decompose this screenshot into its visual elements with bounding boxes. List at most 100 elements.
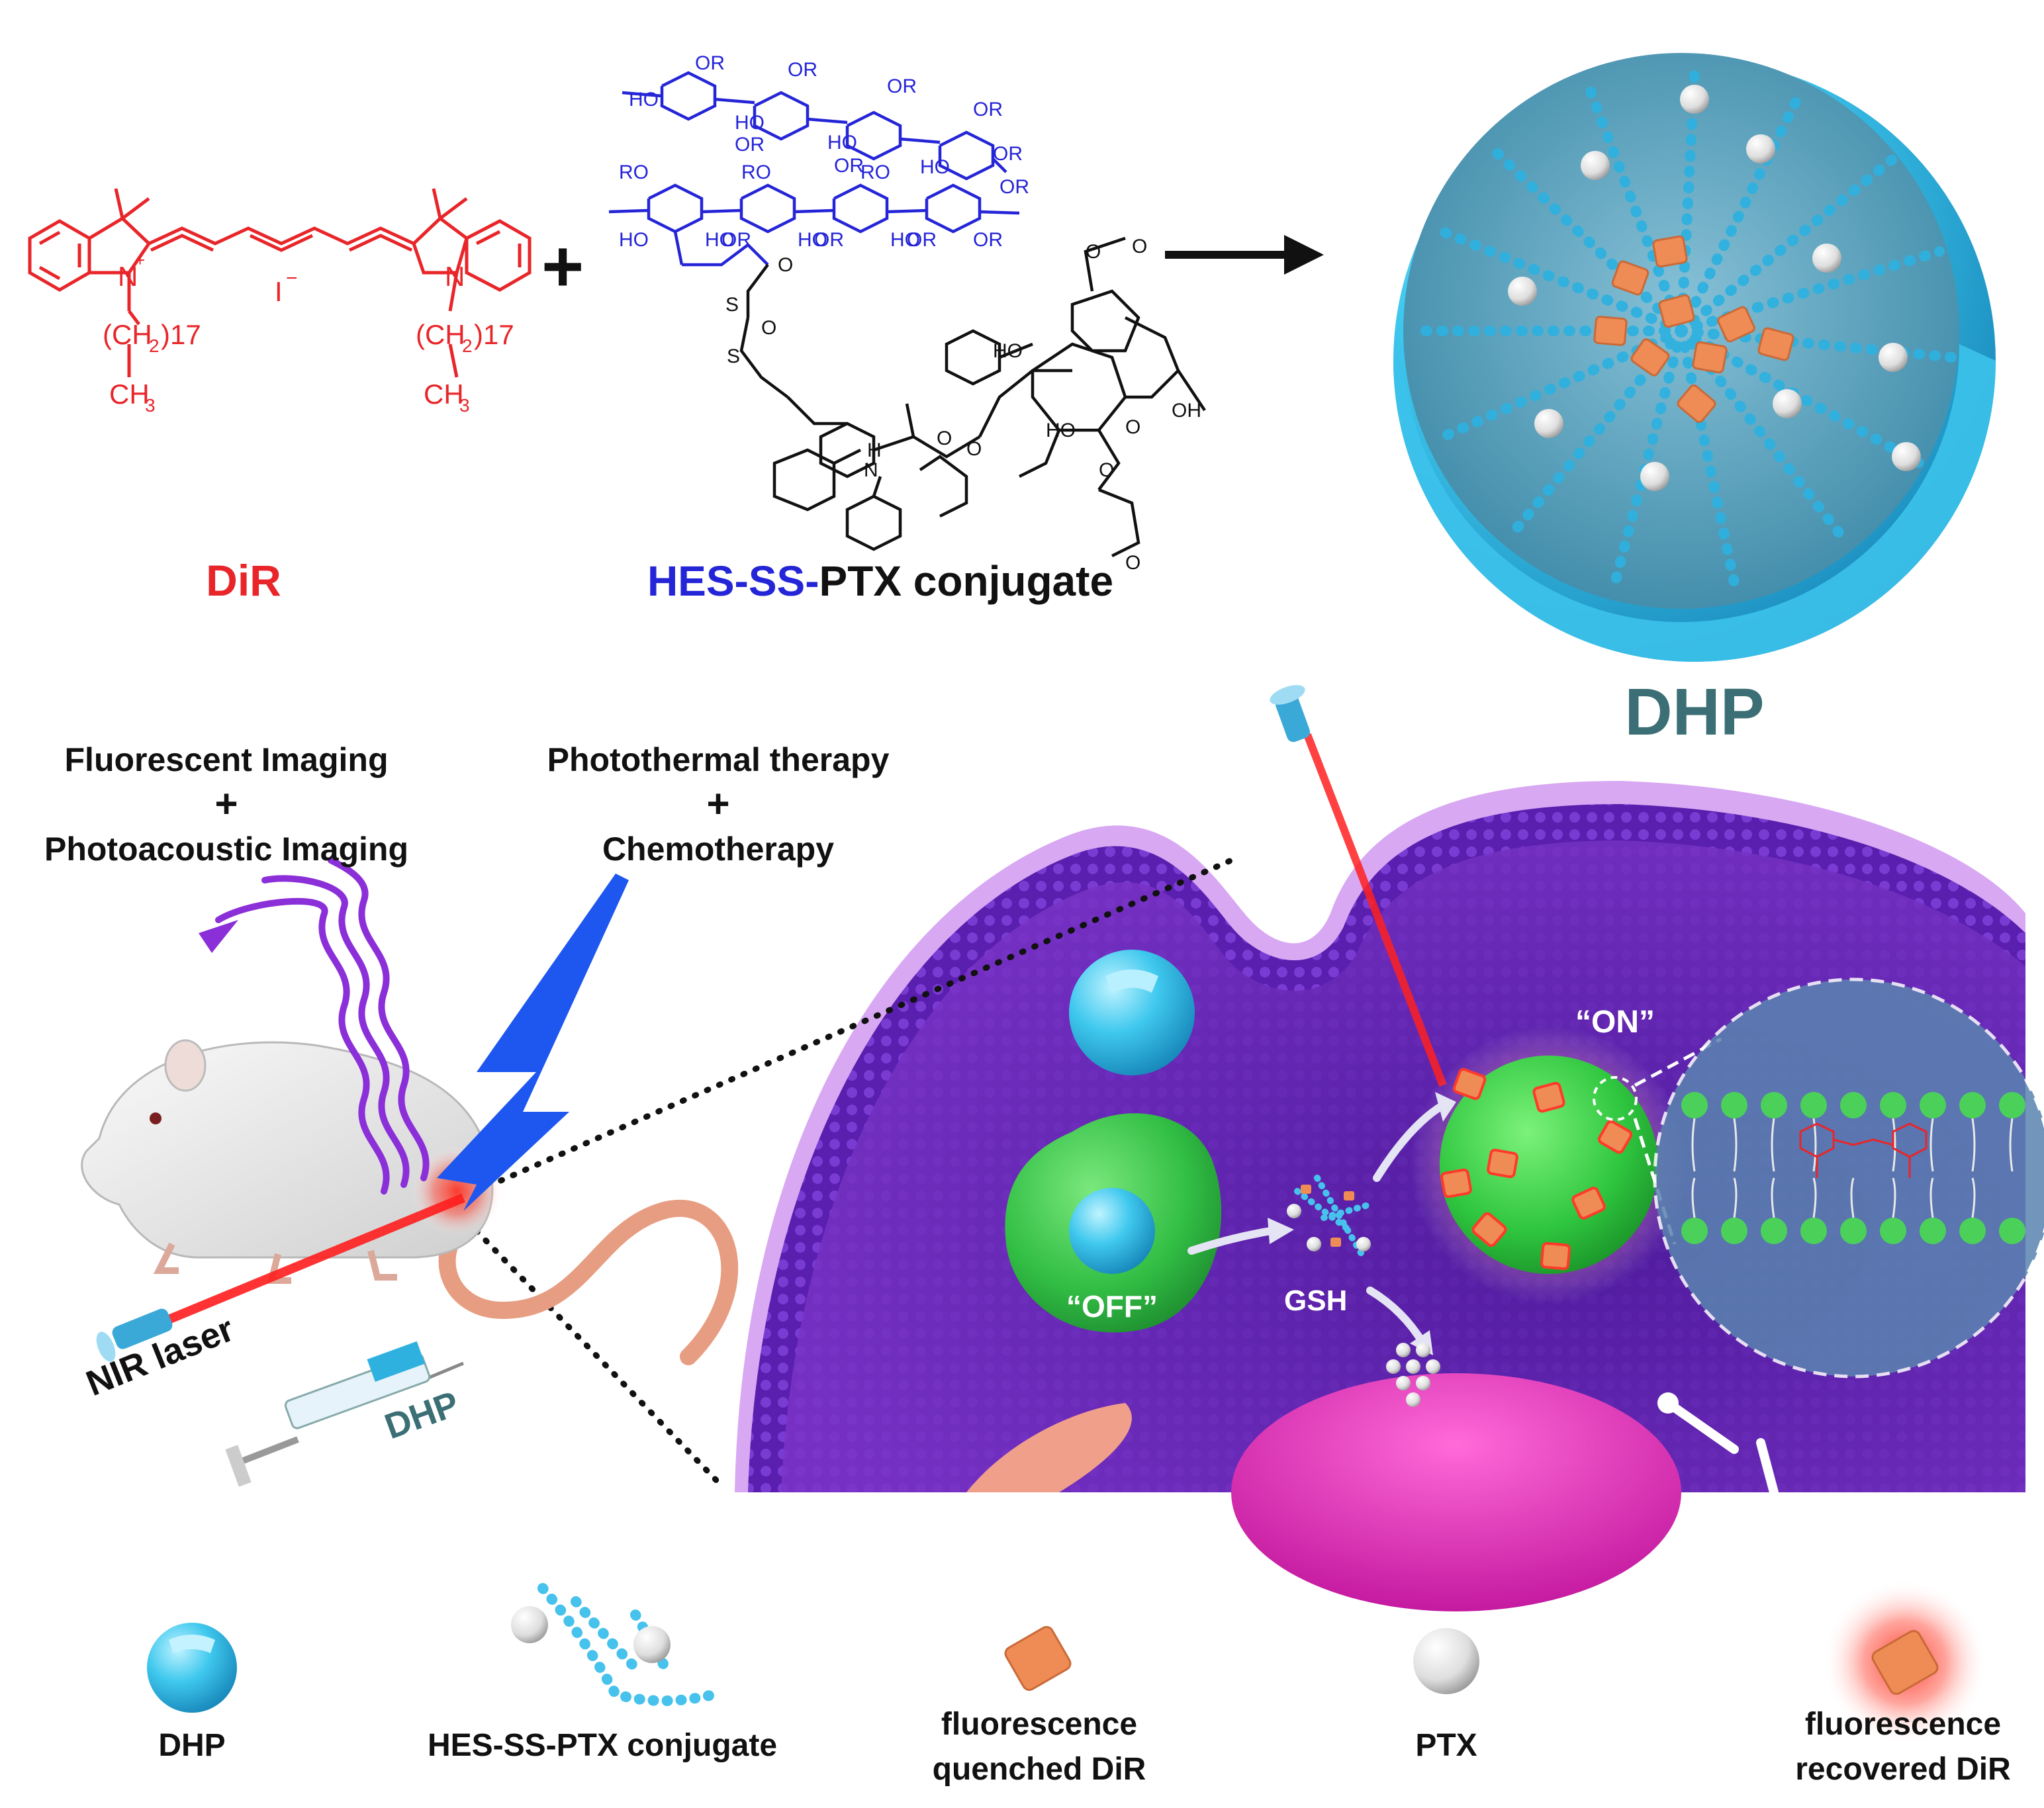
- svg-text:OR: OR: [788, 59, 817, 81]
- svg-text:O: O: [1086, 241, 1101, 263]
- therapy-plus: +: [706, 782, 729, 826]
- released-fragments: [1287, 1175, 1440, 1407]
- svg-text:OR: OR: [695, 52, 725, 74]
- svg-text:H: H: [867, 439, 882, 461]
- imaging-line2: Photoacoustic Imaging: [44, 831, 408, 868]
- svg-text:O: O: [1125, 552, 1140, 574]
- dir-atom-labels: N + N I − (CH 2 )17 CH 3 (CH 2 )17 CH 3: [103, 250, 514, 416]
- svg-text:HO: HO: [1046, 420, 1076, 441]
- svg-text:(CH: (CH: [416, 319, 465, 350]
- off-particle: [1005, 1113, 1222, 1333]
- hes-structure: [608, 71, 1020, 267]
- svg-text:HO: HO: [827, 132, 857, 154]
- gsh-label: GSH: [1284, 1285, 1347, 1317]
- svg-text:S: S: [725, 294, 739, 316]
- emission-waves-icon: [215, 857, 430, 1195]
- legend-label-recovered-2: recovered DiR: [1795, 1752, 2011, 1787]
- svg-text:O: O: [778, 254, 793, 276]
- svg-text:)17: )17: [474, 319, 514, 350]
- zoom-lines: [473, 857, 1234, 1489]
- legend-label-conjugate: HES-SS-PTX conjugate: [427, 1728, 778, 1763]
- dir-structure: [28, 188, 532, 378]
- imaging-line1: Fluorescent Imaging: [65, 741, 389, 778]
- hes-labels: OR OR OR OR OR OR OR OR OR OR OR OR RO R…: [619, 52, 1029, 251]
- on-state-label: “ON”: [1575, 1005, 1655, 1040]
- svg-text:OR: OR: [814, 229, 844, 251]
- svg-text:+: +: [135, 250, 145, 270]
- svg-text:OR: OR: [993, 143, 1023, 165]
- conjugate-label: HES-SS-PTX conjugate: [647, 557, 1113, 605]
- svg-text:HO: HO: [920, 156, 950, 178]
- ptx-structure: [739, 236, 1206, 558]
- membrane-zoom: [1633, 977, 2044, 1379]
- svg-text:)17: )17: [161, 319, 201, 350]
- svg-text:O: O: [966, 438, 982, 460]
- svg-text:OR: OR: [907, 229, 937, 251]
- svg-text:OR: OR: [721, 229, 751, 251]
- svg-text:HO: HO: [890, 229, 920, 251]
- svg-text:O: O: [761, 317, 776, 339]
- svg-text:2: 2: [462, 336, 473, 356]
- legend-quenched-dir-icon: [1004, 1625, 1072, 1692]
- therapy-line2: Chemotherapy: [602, 831, 834, 868]
- dir-n-plus: N: [118, 261, 138, 292]
- svg-text:−: −: [286, 267, 298, 289]
- dir-n: N: [445, 261, 465, 292]
- svg-text:OR: OR: [973, 229, 1003, 251]
- cell-laser: [1270, 685, 1447, 1087]
- svg-text:OR: OR: [999, 176, 1029, 198]
- svg-text:O: O: [937, 428, 952, 449]
- svg-text:2: 2: [149, 336, 160, 356]
- dhp-label: DHP: [1624, 675, 1764, 749]
- plus-sign: +: [541, 226, 584, 307]
- dhp-nanoparticle: [1393, 53, 1996, 662]
- off-state-label: “OFF”: [1066, 1289, 1158, 1324]
- svg-text:O: O: [1125, 416, 1140, 438]
- svg-text:S: S: [727, 345, 740, 367]
- svg-text:(CH: (CH: [103, 319, 152, 350]
- svg-text:OR: OR: [834, 155, 864, 177]
- legend-ptx-icon: [1413, 1628, 1479, 1694]
- svg-text:O: O: [1099, 459, 1114, 481]
- svg-text:HO: HO: [629, 89, 659, 111]
- lightning-bolt-icon: [437, 874, 629, 1211]
- svg-text:OR: OR: [735, 134, 765, 156]
- svg-text:HO: HO: [735, 112, 765, 134]
- emission-arrowhead-icon: [199, 920, 238, 953]
- legend-label-dhp: DHP: [158, 1728, 226, 1763]
- ptx-labels: S S HO HO OH H N O O O O O O O O O: [725, 236, 1201, 574]
- imaging-plus: +: [214, 782, 238, 826]
- legend-conjugate-icon: [511, 1583, 720, 1706]
- vesicle-icon: [1069, 950, 1195, 1075]
- release-arrows: [1187, 1101, 1447, 1347]
- legend-label-ptx: PTX: [1415, 1728, 1477, 1763]
- svg-text:OR: OR: [973, 99, 1003, 120]
- svg-text:HO: HO: [705, 229, 735, 251]
- dir-iodide: I: [275, 276, 283, 307]
- svg-text:RO: RO: [860, 161, 890, 183]
- svg-text:CH: CH: [424, 379, 464, 410]
- svg-text:OH: OH: [1172, 400, 1201, 422]
- svg-text:OR: OR: [887, 75, 917, 97]
- legend-recovered-dir-icon: [1822, 1580, 1988, 1745]
- legend-label-recovered-1: fluorescence: [1804, 1707, 2002, 1742]
- svg-text:N: N: [864, 459, 878, 481]
- syringe-icon: [225, 1341, 464, 1487]
- nir-laser-icon: [96, 1193, 465, 1362]
- svg-text:RO: RO: [619, 161, 649, 183]
- svg-text:O: O: [1132, 236, 1147, 257]
- svg-text:3: 3: [145, 395, 156, 416]
- svg-text:HO: HO: [619, 229, 649, 251]
- on-particle: [1410, 1026, 1688, 1304]
- therapy-line1: Photothermal therapy: [547, 741, 890, 778]
- svg-text:HO: HO: [798, 229, 827, 251]
- legend-dhp-icon: [147, 1623, 237, 1713]
- legend-label-quenched-1: fluorescence: [941, 1707, 1138, 1742]
- svg-text:RO: RO: [741, 161, 771, 183]
- svg-text:CH: CH: [109, 379, 150, 410]
- reaction-arrow: [1165, 235, 1324, 275]
- svg-text:HO: HO: [993, 340, 1023, 362]
- legend-label-quenched-2: quenched DiR: [932, 1752, 1146, 1787]
- svg-text:3: 3: [459, 395, 470, 416]
